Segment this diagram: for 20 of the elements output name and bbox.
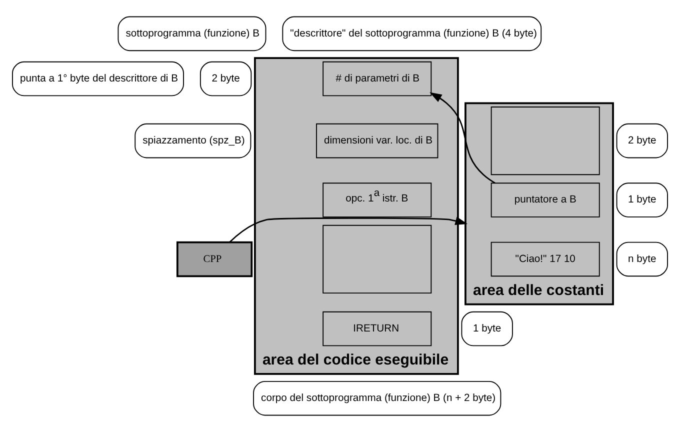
node-box: IRETURN: [322, 310, 432, 346]
node-box: [322, 224, 432, 294]
node-box: CPP: [176, 240, 253, 277]
node-box: puntatore a B: [490, 182, 600, 217]
node-box: sottoprogramma (funzione) B: [118, 16, 266, 51]
node-box: "Ciao!" 17 10: [490, 241, 600, 276]
node-box: # di parametri di B: [322, 60, 432, 96]
node-box: "descrittore" del sottoprogramma (funzione) B (4 byte): [282, 16, 542, 51]
node-box: 2 byte: [200, 60, 252, 96]
node-box: [490, 106, 600, 175]
node-box: 1 byte: [616, 182, 668, 217]
arrow: [229, 216, 468, 242]
arrow: [430, 92, 496, 184]
node-box: dimensioni var. loc. di B: [316, 122, 438, 158]
node-box: spiazzamento (spz_B): [134, 122, 252, 158]
node-box: 1 byte: [461, 310, 513, 346]
node-box: n byte: [616, 241, 668, 276]
node-box: corpo del sottoprogramma (funzione) B (n + 2 byte): [253, 380, 502, 416]
node-box: punta a 1° byte del descrittore di B: [12, 60, 184, 96]
node-box: 2 byte: [616, 122, 668, 158]
